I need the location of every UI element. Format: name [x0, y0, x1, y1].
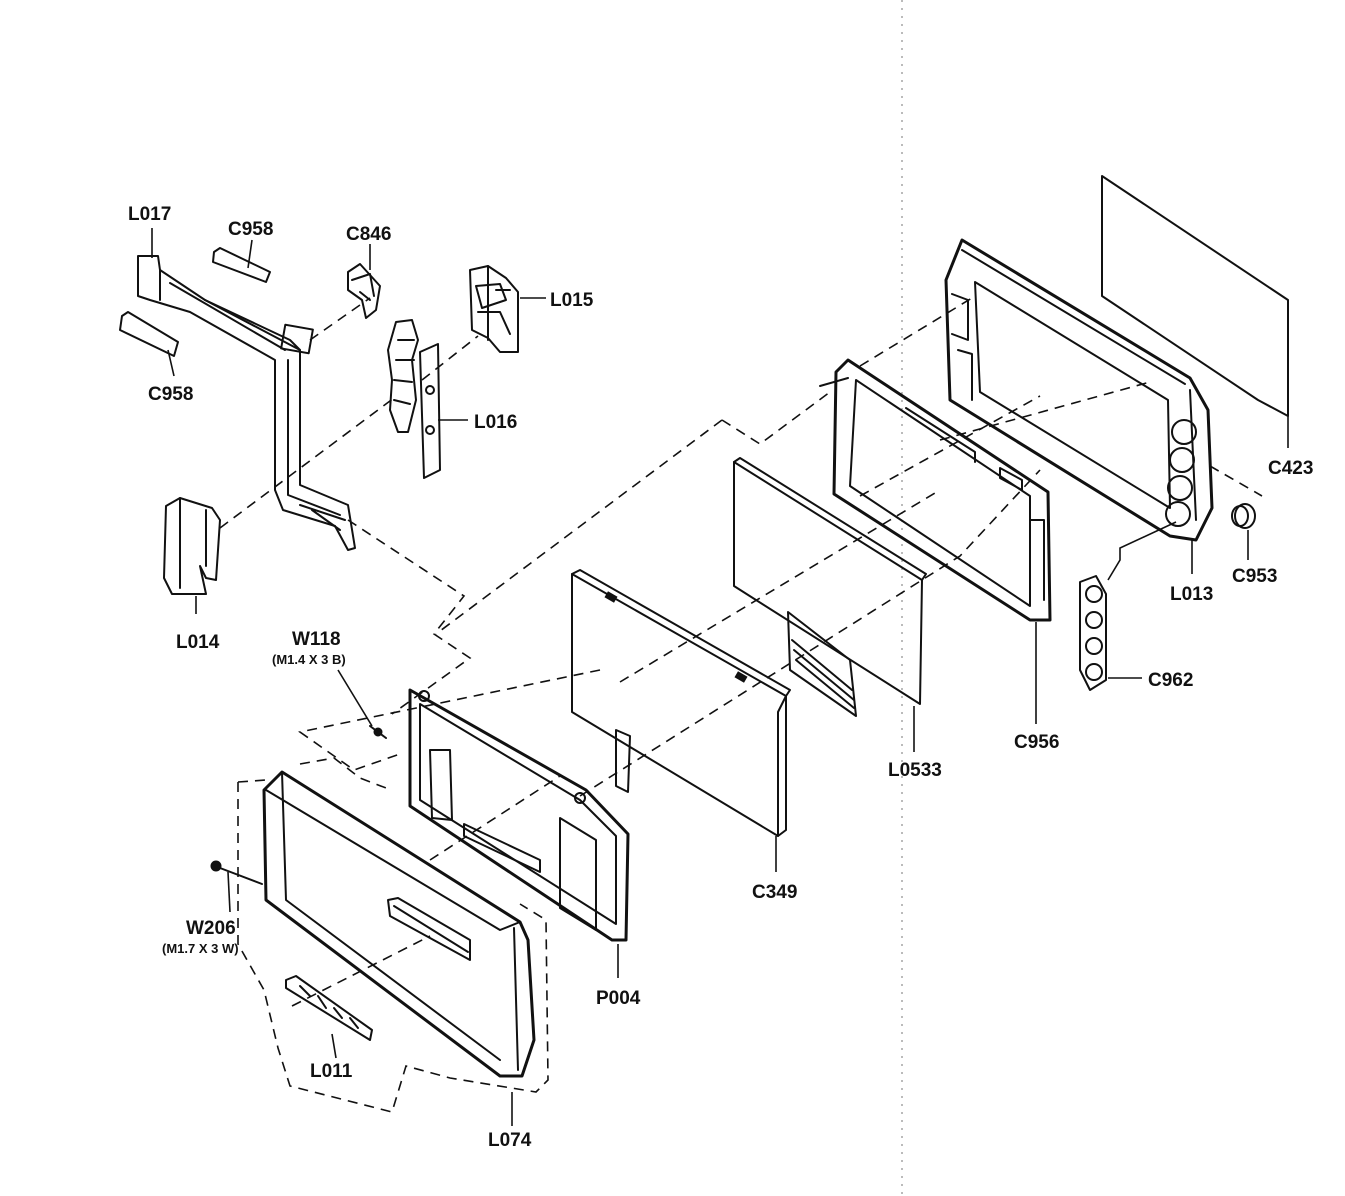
label-l011: L011 [310, 1061, 353, 1082]
label-c958-top: C958 [228, 219, 273, 240]
front-frame-l013 [944, 238, 1214, 542]
lcd-frame-c956 [819, 358, 1052, 622]
label-w118: W118 [292, 629, 341, 650]
label-l074: L074 [488, 1130, 532, 1151]
button-c953 [1231, 503, 1256, 529]
label-l015: L015 [550, 290, 594, 311]
label-w206: W206 [186, 918, 236, 939]
label-c846: C846 [346, 224, 391, 245]
label-c953: C953 [1232, 566, 1277, 587]
hinge-l016 [387, 319, 441, 479]
hinge-cover-l015 [469, 265, 519, 353]
label-w206-spec: (M1.7 X 3 W) [162, 941, 239, 956]
backlight-l0533 [733, 457, 927, 717]
tape-c958-bottom [119, 311, 179, 357]
label-c962: C962 [1148, 670, 1193, 691]
screw-w206 [210, 860, 263, 885]
cap-l014 [163, 497, 221, 595]
label-c423: C423 [1268, 458, 1313, 479]
assembly-lines [219, 297, 1263, 1113]
leader-lines [151, 228, 1289, 1126]
button-strip-l011 [285, 975, 373, 1041]
label-w118-spec: (M1.4 X 3 B) [272, 652, 346, 667]
screw-w118 [369, 725, 387, 739]
button-strip-c962 [1079, 575, 1107, 691]
label-l014: L014 [176, 632, 220, 653]
label-p004: P004 [596, 988, 641, 1009]
rear-cover-l074 [262, 770, 536, 1078]
sheet-c423 [1101, 175, 1289, 417]
label-c958-bottom: C958 [148, 384, 193, 405]
label-l0533: L0533 [888, 760, 942, 781]
label-c956: C956 [1014, 732, 1059, 753]
part-labels: L017 C958 C958 C846 L015 L016 L014 W118 … [128, 204, 1313, 1151]
lcd-panel-c349 [571, 569, 791, 837]
label-l016: L016 [474, 412, 517, 433]
flex-cable-l017 [137, 255, 356, 551]
label-l017: L017 [128, 204, 171, 225]
label-l013: L013 [1170, 584, 1213, 605]
label-c349: C349 [752, 882, 797, 903]
tape-c958-top [212, 247, 271, 283]
bracket-p004 [408, 688, 630, 942]
